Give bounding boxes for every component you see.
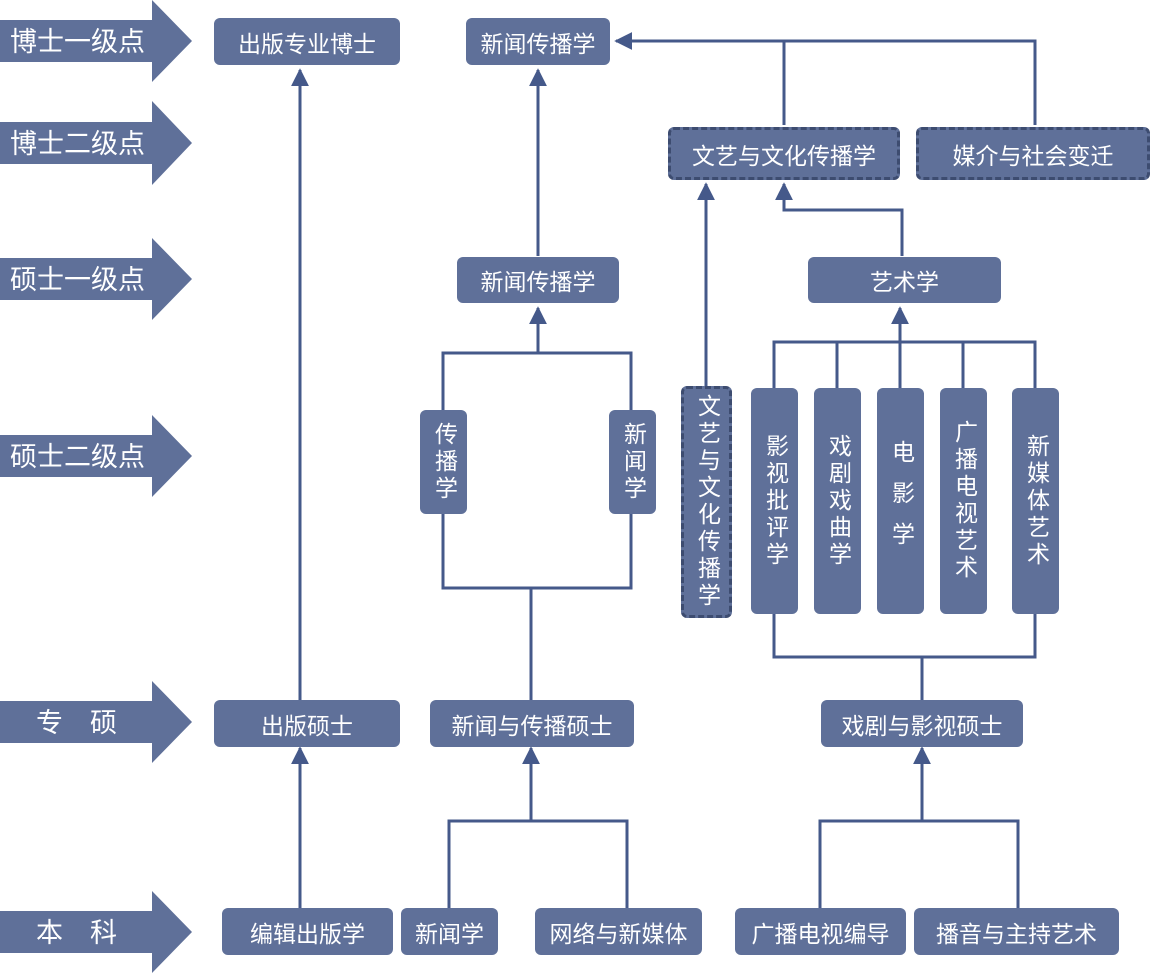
node-new-media-art[interactable]: 新媒体艺术 (1012, 388, 1059, 614)
connector (447, 819, 629, 908)
node-journalism-undergrad[interactable]: 新闻学 (401, 908, 498, 955)
connector (772, 614, 1037, 659)
node-broadcasting-hosting[interactable]: 播音与主持艺术 (914, 908, 1119, 955)
connector (818, 819, 1020, 908)
node-journalism-communication-prof-master[interactable]: 新闻与传播硕士 (430, 700, 634, 747)
node-editing-publishing[interactable]: 编辑出版学 (222, 908, 393, 955)
node-journalism-master2[interactable]: 新闻学 (609, 410, 656, 514)
level-arrow-master2: 硕士二级点 (0, 415, 192, 497)
level-label: 本 科 (36, 918, 117, 949)
level-label: 博士二级点 (10, 129, 145, 160)
node-drama-opera[interactable]: 戏剧戏曲学 (814, 388, 861, 614)
node-art-studies-master1[interactable]: 艺术学 (808, 257, 1001, 303)
connector (614, 32, 1037, 125)
connector (772, 340, 1037, 388)
node-literature-culture-communication-phd2[interactable]: 文艺与文化传播学 (668, 127, 900, 180)
level-arrow-phd1: 博士一级点 (0, 0, 192, 82)
node-journalism-communication-master1[interactable]: 新闻传播学 (457, 257, 619, 303)
level-label: 博士一级点 (10, 27, 145, 58)
node-publishing-master[interactable]: 出版硕士 (214, 700, 400, 747)
level-arrow-undergrad: 本 科 (0, 891, 192, 973)
node-film-studies[interactable]: 电影学 (877, 388, 924, 614)
node-radio-tv-art[interactable]: 广播电视艺术 (940, 388, 987, 614)
node-journalism-communication-phd[interactable]: 新闻传播学 (466, 18, 610, 65)
connectors (291, 32, 1037, 908)
connector (441, 514, 633, 590)
node-publishing-phd[interactable]: 出版专业博士 (214, 18, 400, 65)
level-label: 专 硕 (36, 708, 117, 739)
level-arrow-master1: 硕士一级点 (0, 238, 192, 320)
node-media-society-change-phd2[interactable]: 媒介与社会变迁 (916, 127, 1150, 180)
node-network-new-media[interactable]: 网络与新媒体 (535, 908, 702, 955)
node-radio-tv-directing[interactable]: 广播电视编导 (735, 908, 906, 955)
level-arrow-prof-master: 专 硕 (0, 681, 192, 763)
node-film-tv-criticism[interactable]: 影视批评学 (751, 388, 798, 614)
connector (441, 351, 633, 410)
level-label: 硕士二级点 (10, 442, 145, 473)
node-drama-film-master[interactable]: 戏剧与影视硕士 (821, 700, 1023, 747)
level-arrow-phd2: 博士二级点 (0, 101, 192, 185)
level-label: 硕士一级点 (10, 265, 145, 296)
connector (775, 182, 904, 256)
node-communication-master2[interactable]: 传播学 (420, 410, 467, 514)
node-literature-culture-communication-master2[interactable]: 文艺与文化传播学 (681, 386, 732, 618)
